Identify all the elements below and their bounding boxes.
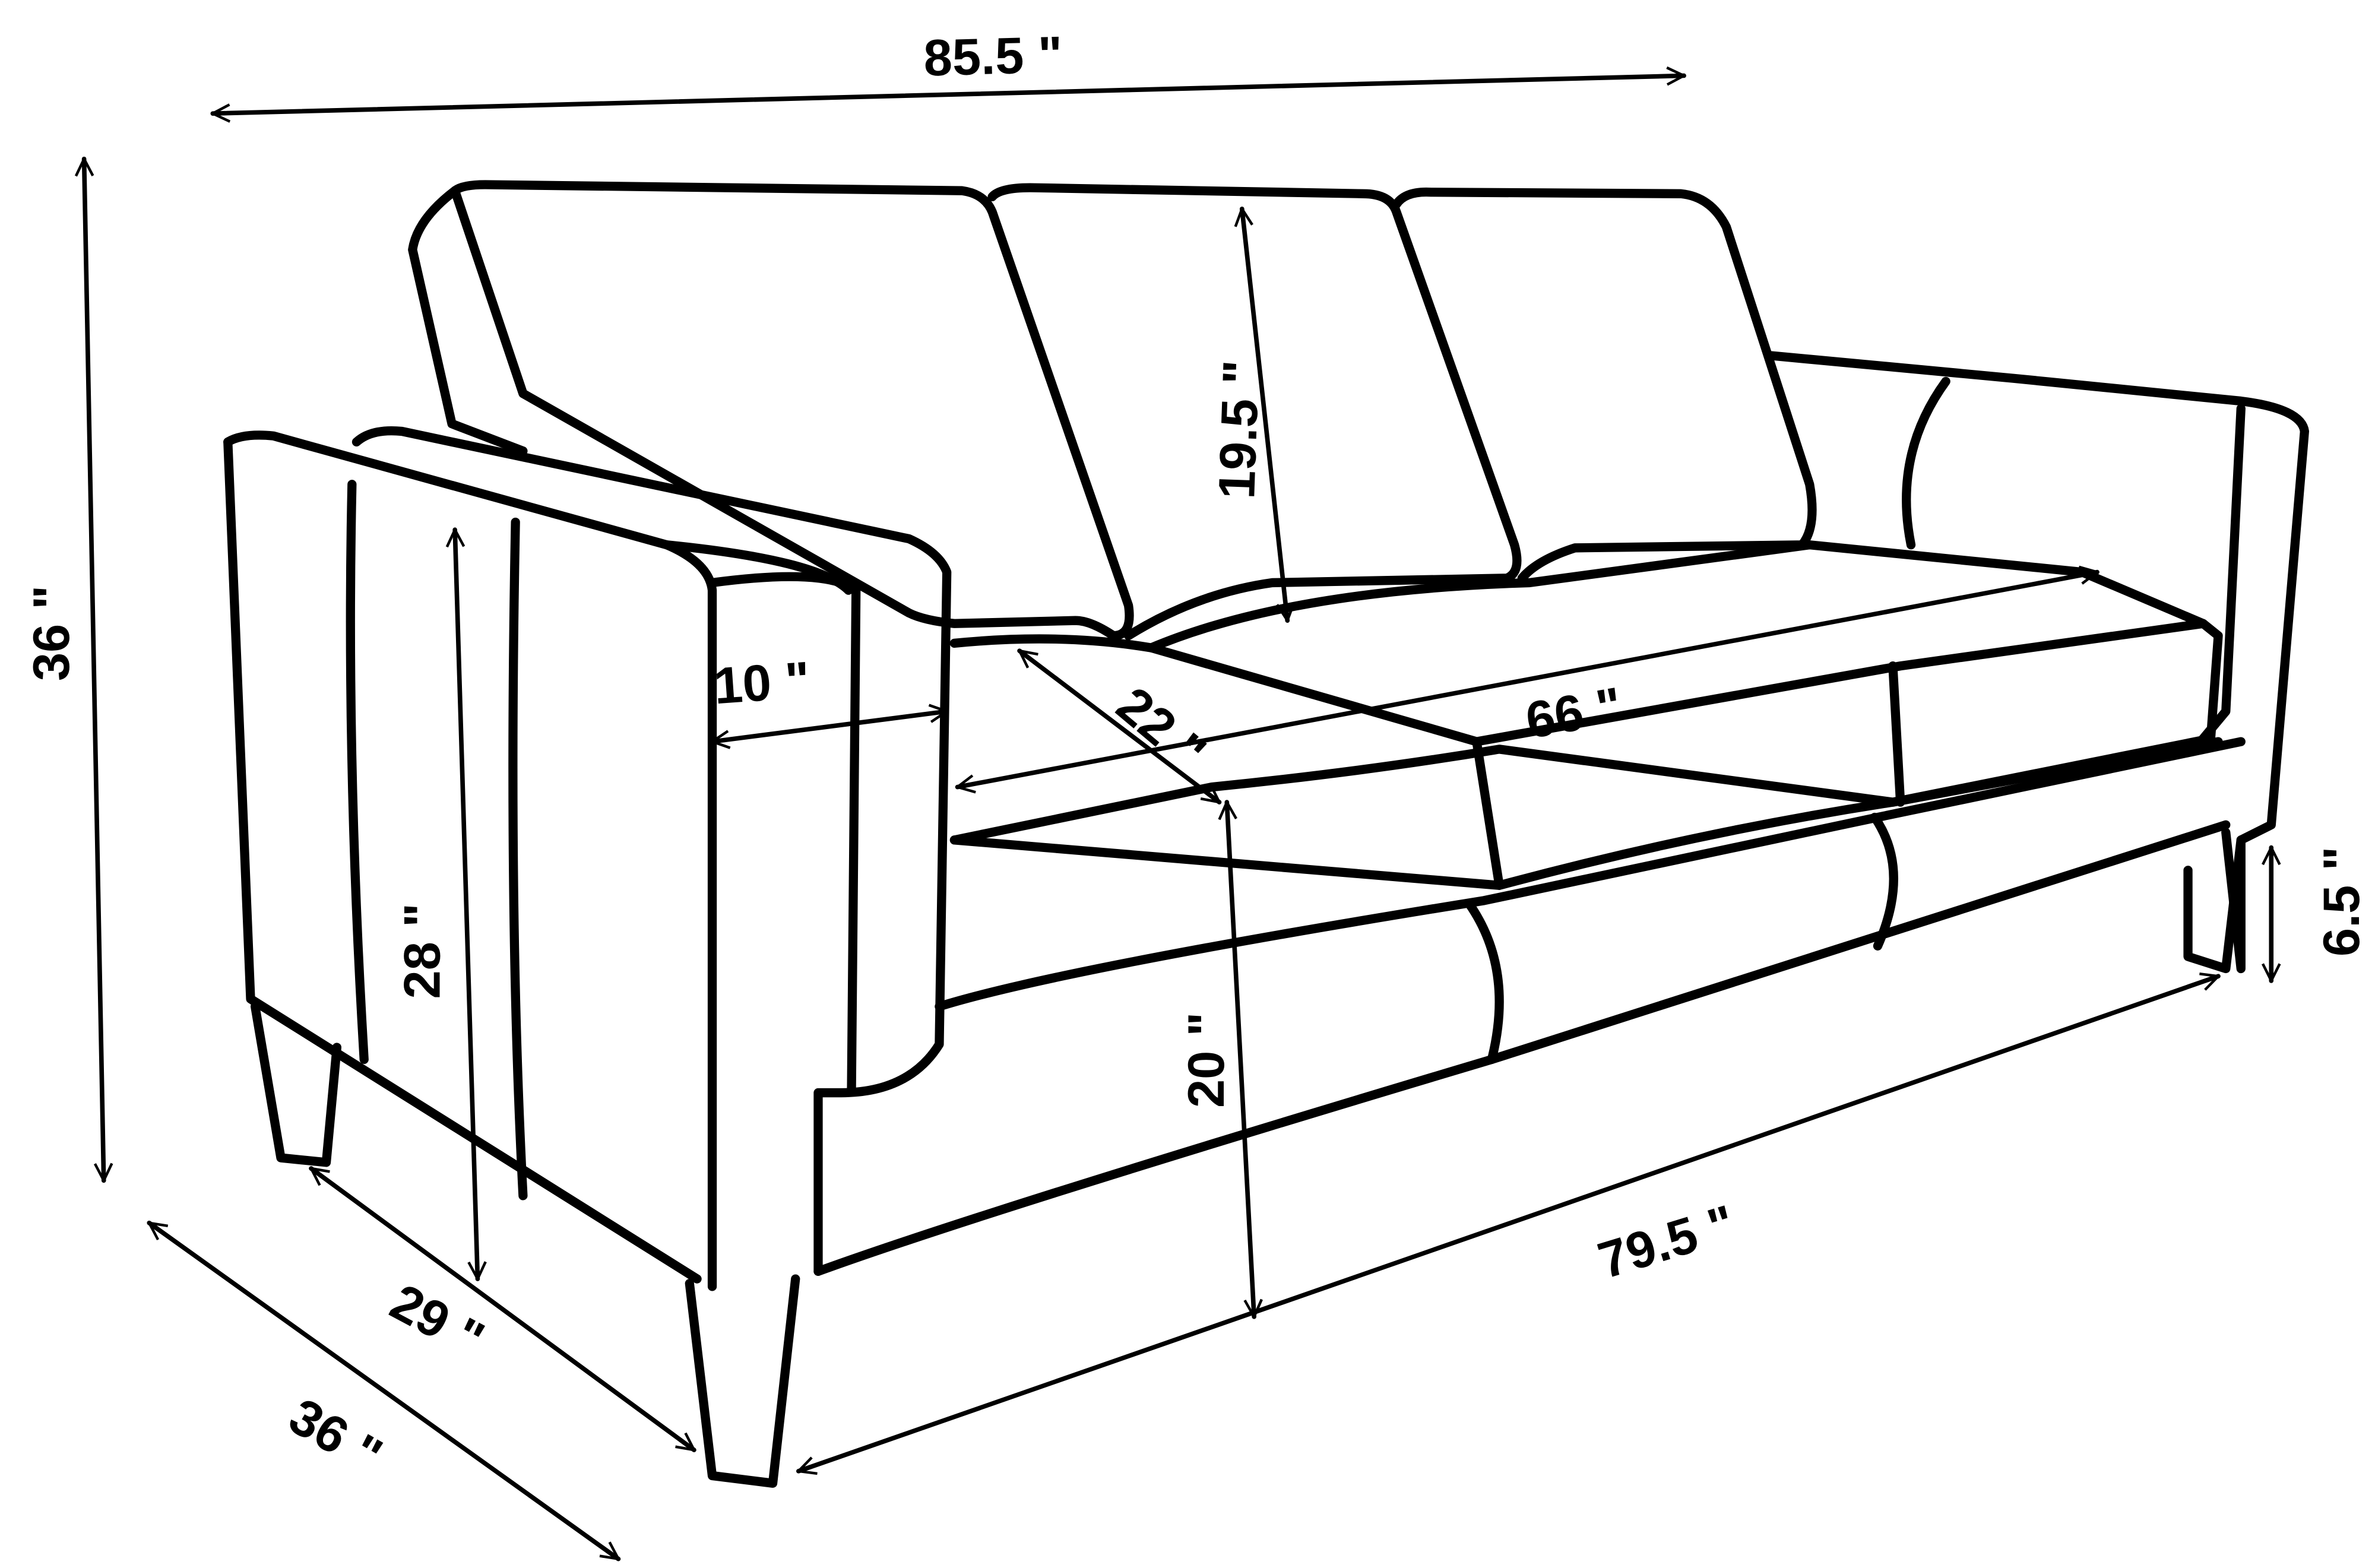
- label-overall-width: 85.5 ": [923, 26, 1063, 87]
- dim-line-seat-width: [958, 572, 2098, 787]
- dim-line-overall-height: [84, 159, 104, 1181]
- label-arm-height: 28 ": [394, 903, 451, 999]
- seat-base-bulge-2: [1870, 812, 1898, 951]
- left-arm-outer: [223, 437, 702, 1284]
- seat-cushion-divider-2: [1888, 661, 1905, 807]
- dimension-labels: 85.5 " 36 " 19.5 " 10 " 22 " 66 " 28 " 2…: [23, 26, 2370, 1485]
- label-base-width: 79.5 ": [1592, 1195, 1741, 1290]
- dim-line-arm-width: [712, 711, 947, 742]
- right-arm-inner: [2198, 404, 2246, 743]
- right-arm-curve: [1902, 376, 1950, 550]
- seat-back-edge: [1147, 540, 2208, 652]
- dimension-lines: [84, 75, 2272, 1561]
- dim-line-inner-depth: [311, 1166, 694, 1452]
- seat-base-bulge-1: [1464, 899, 1504, 1065]
- back-cushion-left-side: [408, 186, 528, 456]
- seat-base-front: [935, 737, 2246, 1011]
- label-seat-depth: 22 ": [1106, 676, 1216, 781]
- left-front-leg: [685, 1274, 800, 1488]
- dim-line-arm-height: [455, 530, 477, 1279]
- left-arm-panel: [352, 426, 952, 1276]
- left-arm-cap: [662, 540, 853, 595]
- seat-cushion-front: [949, 737, 2223, 890]
- label-back-cushion-height: 19.5 ": [1208, 359, 1270, 500]
- label-arm-width: 10 ": [712, 651, 812, 715]
- left-arm-seam-2: [508, 517, 528, 1200]
- back-cushion-right: [1392, 187, 1817, 583]
- seat-cushion-divider-1: [1472, 737, 1504, 890]
- dim-line-base-width: [799, 976, 2218, 1471]
- label-seat-width: 66 ": [1522, 677, 1626, 750]
- label-overall-depth: 36 ": [280, 1388, 391, 1485]
- right-leg: [2183, 835, 2246, 974]
- left-back-leg: [251, 1002, 341, 1167]
- dim-line-overall-depth: [149, 1220, 618, 1561]
- label-seat-height: 20 ": [1178, 1012, 1235, 1108]
- left-arm-seam-1: [346, 480, 369, 1065]
- dim-line-overall-width: [213, 75, 1684, 113]
- label-leg-height: 6.5 ": [2313, 846, 2370, 956]
- label-overall-height: 36 ": [23, 585, 80, 682]
- right-arm: [1767, 351, 2309, 974]
- dim-line-back-cushion: [1242, 209, 1287, 620]
